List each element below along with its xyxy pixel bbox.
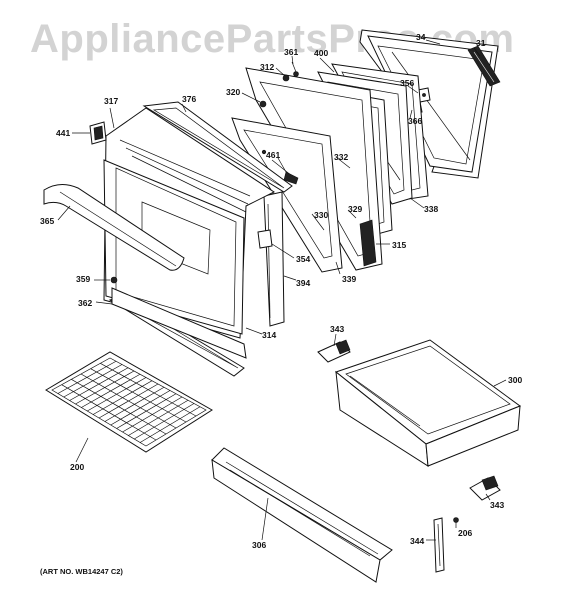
part-343-slide-bracket-upper[interactable] <box>317 339 351 363</box>
callout-354: 354 <box>296 254 310 264</box>
callout-376: 376 <box>182 94 196 104</box>
part-343-slide-bracket-lower[interactable] <box>469 475 501 501</box>
part-330-inner-panel[interactable] <box>231 117 343 273</box>
rack-crossbar <box>61 384 157 441</box>
part-314-bracket[interactable] <box>111 287 247 359</box>
part-200-oven-rack[interactable] <box>45 351 213 453</box>
part-344-drawer-glide[interactable] <box>433 517 445 573</box>
callout-338: 338 <box>424 204 438 214</box>
part-394-side-rail[interactable] <box>263 191 285 327</box>
part-356-clip[interactable] <box>417 87 431 103</box>
part-361-screw[interactable] <box>291 61 299 77</box>
rack-crossbar <box>80 373 177 429</box>
callout-312: 312 <box>260 62 274 72</box>
callout-34: 34 <box>416 32 426 42</box>
callout-206: 206 <box>458 528 472 538</box>
callout-320: 320 <box>226 87 240 97</box>
callout-394: 394 <box>296 278 310 288</box>
rack-crossbar <box>90 368 187 423</box>
callout-317: 317 <box>104 96 118 106</box>
callout-332: 332 <box>334 152 348 162</box>
part-359-screw[interactable] <box>110 276 118 284</box>
callout-366: 366 <box>408 116 422 126</box>
callout-329: 329 <box>348 204 362 214</box>
rack-crossbar <box>100 363 197 417</box>
callout-441: 441 <box>56 128 70 138</box>
callout-365: 365 <box>40 216 54 226</box>
part-206-screw[interactable] <box>453 517 459 523</box>
part-312-screw[interactable] <box>282 74 290 82</box>
rack-crossbar <box>71 379 167 435</box>
leader-lines <box>57 39 507 541</box>
callout-31: 31 <box>476 38 486 48</box>
art-number-label: (ART NO. WB14247 C2) <box>40 567 123 576</box>
part-306-drawer-front[interactable] <box>211 447 393 583</box>
part-376-top-rail[interactable] <box>142 101 293 193</box>
part-461-hardware[interactable] <box>271 159 299 185</box>
callout-362: 362 <box>78 298 92 308</box>
part-31-hinge-strip[interactable] <box>467 45 501 87</box>
part-354-bracket[interactable] <box>257 229 273 249</box>
callout-339: 339 <box>342 274 356 284</box>
part-365-door-handle[interactable] <box>43 184 185 271</box>
callout-361: 361 <box>284 47 298 57</box>
callout-344: 344 <box>410 536 424 546</box>
callout-labels: 34 31 361 400 312 356 320 317 376 366 44… <box>40 32 522 550</box>
callout-300: 300 <box>508 375 522 385</box>
callout-400: 400 <box>314 48 328 58</box>
part-441-clip[interactable] <box>89 121 107 145</box>
callout-343-lower: 343 <box>490 500 504 510</box>
callout-359: 359 <box>76 274 90 284</box>
callout-330: 330 <box>314 210 328 220</box>
callout-200: 200 <box>70 462 84 472</box>
callout-356: 356 <box>400 78 414 88</box>
part-317-outer-door[interactable] <box>103 107 276 339</box>
callout-343-upper: 343 <box>330 324 344 334</box>
callout-461: 461 <box>266 150 280 160</box>
callout-306: 306 <box>252 540 266 550</box>
part-34-rear-door-panel[interactable] <box>359 29 499 179</box>
callout-314: 314 <box>262 330 276 340</box>
part-300-storage-drawer[interactable] <box>334 339 522 467</box>
callout-315: 315 <box>392 240 406 250</box>
